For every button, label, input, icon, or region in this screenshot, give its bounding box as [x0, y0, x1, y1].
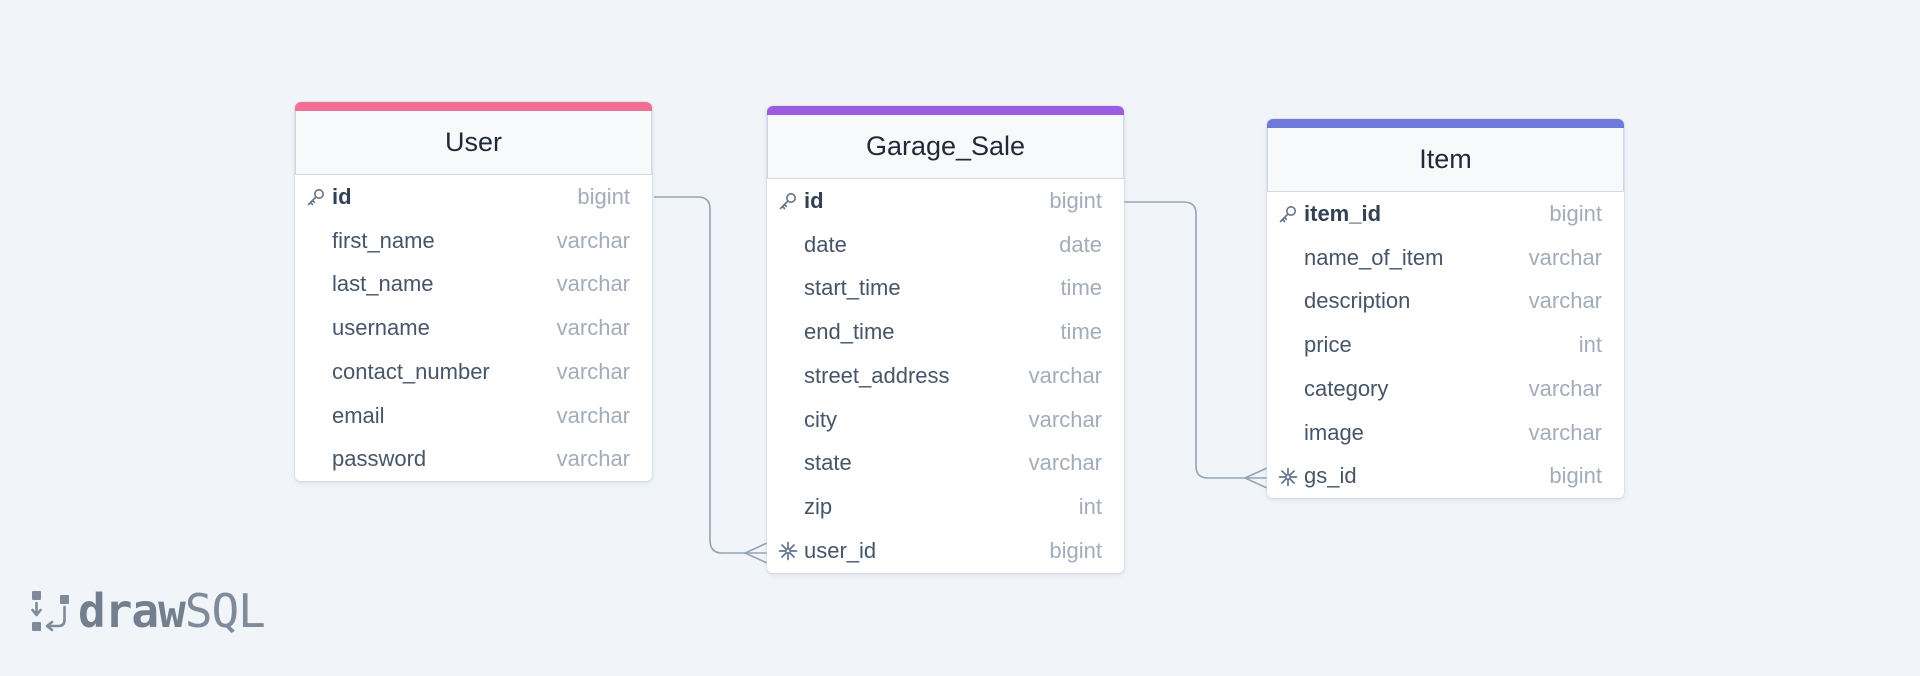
- field-type: varchar: [1528, 288, 1602, 314]
- field-name: name_of_item: [1304, 244, 1444, 270]
- primary-key-icon: [1279, 206, 1296, 223]
- field-row[interactable]: contact_number varchar: [295, 350, 652, 394]
- field-row[interactable]: user_id bigint: [767, 529, 1124, 573]
- field-type: varchar: [556, 358, 630, 384]
- field-name: contact_number: [332, 358, 490, 384]
- field-name: user_id: [804, 537, 877, 563]
- field-type: varchar: [556, 271, 630, 297]
- field-row[interactable]: description varchar: [1267, 280, 1624, 324]
- field-type: date: [1059, 231, 1102, 257]
- field-type: varchar: [1528, 419, 1602, 445]
- field-type: varchar: [556, 315, 630, 341]
- field-name: city: [804, 406, 837, 432]
- field-name: id: [804, 187, 824, 213]
- field-row[interactable]: street_address varchar: [767, 354, 1124, 398]
- field-name: street_address: [804, 362, 950, 388]
- table-accent-bar: [767, 106, 1124, 115]
- field-type: varchar: [1528, 244, 1602, 270]
- field-name: password: [332, 446, 427, 472]
- field-name: price: [1304, 332, 1352, 358]
- field-type: bigint: [1549, 463, 1602, 489]
- primary-key-icon: [307, 189, 324, 206]
- field-type: bigint: [1049, 537, 1102, 563]
- field-type: varchar: [1028, 450, 1102, 476]
- field-type: varchar: [556, 446, 630, 472]
- crowsfoot-gs-id: [1243, 467, 1268, 489]
- field-type: varchar: [556, 227, 630, 253]
- field-name: first_name: [332, 227, 435, 253]
- field-row[interactable]: category varchar: [1267, 367, 1624, 411]
- field-type: int: [1578, 332, 1602, 358]
- field-type: varchar: [1528, 375, 1602, 401]
- foreign-key-icon: [1278, 467, 1298, 486]
- field-row[interactable]: end_time time: [767, 310, 1124, 354]
- table-title[interactable]: Garage_Sale: [767, 115, 1124, 179]
- field-name: state: [804, 450, 852, 476]
- field-name: last_name: [332, 271, 434, 297]
- field-name: start_time: [804, 275, 901, 301]
- field-type: varchar: [556, 402, 630, 428]
- field-row[interactable]: id bigint: [295, 175, 652, 219]
- field-type: time: [1060, 275, 1102, 301]
- field-row[interactable]: last_name varchar: [295, 263, 652, 307]
- primary-key-icon: [779, 193, 796, 210]
- drawsql-logo-mark: [31, 591, 69, 632]
- field-row[interactable]: price int: [1267, 323, 1624, 367]
- table-accent-bar: [295, 102, 652, 111]
- field-type: varchar: [1028, 362, 1102, 388]
- field-row[interactable]: gs_id bigint: [1267, 455, 1624, 499]
- drawsql-wordmark: drawSQL: [78, 584, 266, 638]
- relationship-user-garage-sale: [654, 196, 767, 554]
- field-row[interactable]: first_name varchar: [295, 219, 652, 263]
- field-name: date: [804, 231, 847, 257]
- crowsfoot-user-id: [743, 542, 768, 564]
- field-name: image: [1304, 419, 1364, 445]
- field-type: bigint: [1549, 200, 1602, 226]
- drawsql-logo: drawSQL: [30, 584, 266, 638]
- field-row[interactable]: id bigint: [767, 179, 1124, 223]
- table-title[interactable]: User: [295, 111, 652, 175]
- field-type: bigint: [577, 183, 630, 209]
- field-type: bigint: [1049, 187, 1102, 213]
- field-row[interactable]: username varchar: [295, 306, 652, 350]
- field-row[interactable]: state varchar: [767, 442, 1124, 486]
- field-name: zip: [804, 494, 833, 520]
- field-row[interactable]: date date: [767, 223, 1124, 267]
- field-name: item_id: [1304, 200, 1382, 226]
- field-row[interactable]: image varchar: [1267, 411, 1624, 455]
- field-row[interactable]: start_time time: [767, 267, 1124, 311]
- field-name: category: [1304, 375, 1389, 401]
- field-name: end_time: [804, 319, 895, 345]
- field-row[interactable]: item_id bigint: [1267, 192, 1624, 236]
- field-row[interactable]: name_of_item varchar: [1267, 236, 1624, 280]
- field-type: int: [1078, 494, 1102, 520]
- field-name: id: [332, 183, 352, 209]
- foreign-key-icon: [778, 541, 798, 561]
- field-name: email: [332, 402, 385, 428]
- field-row[interactable]: city varchar: [767, 398, 1124, 442]
- relationship-garage-sale-item: [1124, 201, 1267, 479]
- field-row[interactable]: email varchar: [295, 394, 652, 438]
- table-title[interactable]: Item: [1267, 128, 1624, 192]
- field-name: description: [1304, 288, 1411, 314]
- table-accent-bar: [1267, 119, 1624, 128]
- field-name: username: [332, 315, 430, 341]
- field-name: gs_id: [1304, 463, 1357, 489]
- field-type: varchar: [1028, 406, 1102, 432]
- field-row[interactable]: zip int: [767, 485, 1124, 529]
- field-type: time: [1060, 319, 1102, 345]
- field-row[interactable]: password varchar: [295, 438, 652, 482]
